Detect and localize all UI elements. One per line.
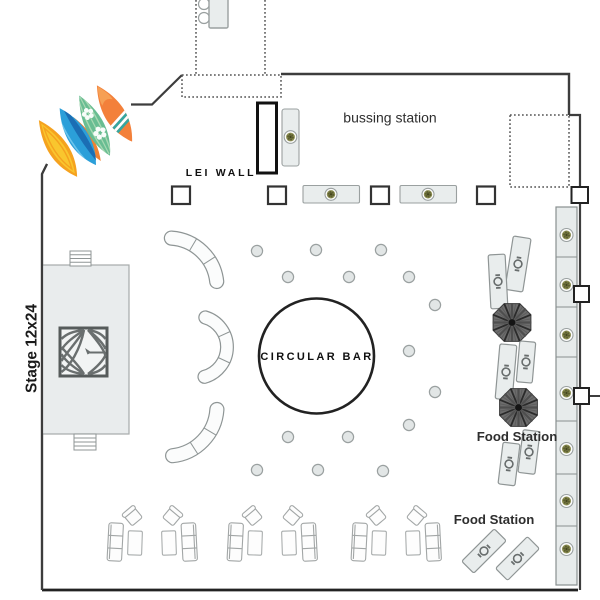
svg-text:Food Station: Food Station — [454, 512, 535, 527]
svg-text:Stage 12x24: Stage 12x24 — [24, 304, 41, 393]
svg-text:bussing station: bussing station — [343, 110, 436, 126]
svg-text:LEI WALL: LEI WALL — [186, 167, 257, 179]
svg-text:CIRCULAR BAR: CIRCULAR BAR — [260, 351, 373, 363]
svg-text:Food Station: Food Station — [477, 429, 558, 444]
